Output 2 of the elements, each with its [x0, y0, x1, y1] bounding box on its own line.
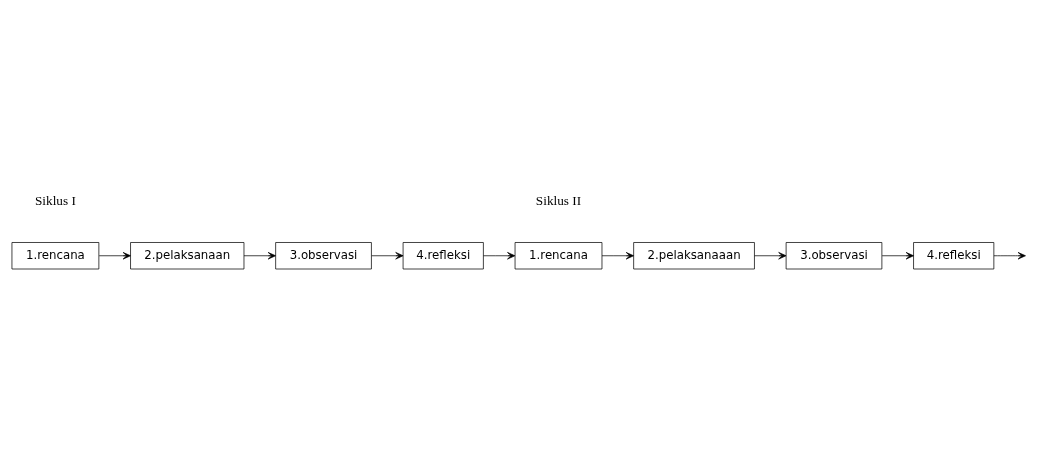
- label: Siklus II: [535, 193, 581, 209]
- label: Siklus I: [34, 193, 76, 209]
